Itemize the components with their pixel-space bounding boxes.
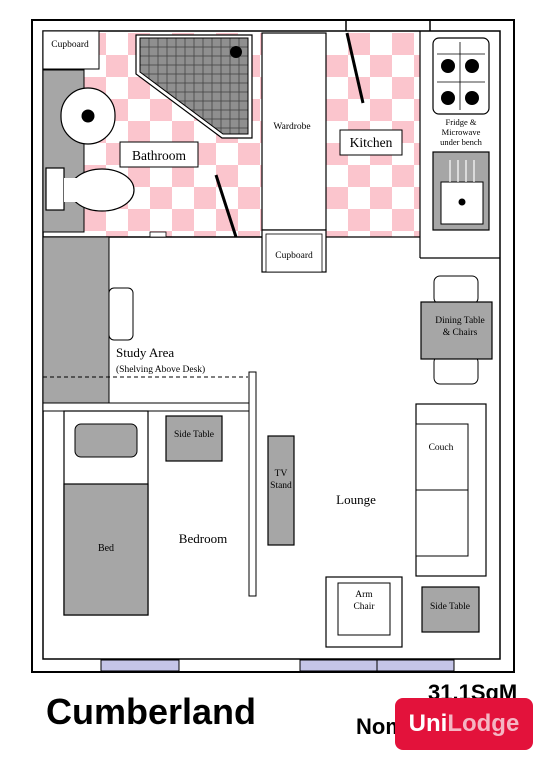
cooktop	[432, 37, 490, 115]
tv-stand-label-2: Stand	[270, 481, 292, 491]
fridge-label-1: Fridge &	[446, 117, 477, 127]
outer-wall	[31, 19, 515, 673]
study-area-note: (Shelving Above Desk)	[116, 364, 205, 375]
tv-stand	[267, 435, 295, 546]
side-table-lounge-label: Side Table	[430, 602, 470, 612]
tv-stand-label-1: TV	[275, 469, 288, 479]
logo-uni: Uni	[408, 710, 448, 737]
armchair-label-1: Arm	[355, 590, 373, 600]
cupboard-mid-label: Cupboard	[275, 251, 313, 261]
side-table-bedroom-label: Side Table	[174, 430, 214, 440]
lounge-label: Lounge	[336, 492, 376, 507]
cooktop-burner	[441, 59, 455, 73]
bedroom-partition	[248, 371, 257, 597]
study-desk	[42, 236, 110, 404]
dining-label-2: & Chairs	[443, 328, 478, 338]
logo-lodge: Lodge	[447, 710, 520, 737]
fridge-label-3: under bench	[440, 137, 483, 147]
side-table-lounge	[421, 586, 480, 633]
study-area-label: Study Area	[116, 345, 174, 360]
shower-drain	[230, 46, 242, 58]
bathroom-label: Bathroom	[132, 148, 186, 163]
bed-mattress	[63, 483, 149, 616]
side-table-bedroom	[165, 415, 223, 462]
couch-seat	[415, 489, 469, 557]
fridge-label-2: Microwave	[442, 127, 481, 137]
nominal-label: Nom	[356, 714, 405, 739]
property-name: Cumberland	[46, 691, 257, 732]
cupboard-top	[42, 30, 100, 70]
cooktop-burner	[465, 91, 479, 105]
bed-label: Bed	[98, 543, 114, 554]
wardrobe	[261, 32, 327, 231]
window	[100, 659, 180, 672]
couch-label: Couch	[429, 443, 454, 453]
dining-chair	[433, 355, 479, 385]
cupboard-top-label: Cupboard	[51, 40, 89, 50]
armchair-label-2: Chair	[353, 602, 375, 612]
study-chair	[108, 287, 134, 341]
bedroom-label: Bedroom	[179, 531, 227, 546]
shower-grate	[139, 37, 249, 135]
dining-table	[420, 301, 493, 360]
dining-label-1: Dining Table	[435, 316, 485, 326]
basin-drain	[81, 109, 95, 123]
couch-seat	[415, 423, 469, 491]
kitchen-label: Kitchen	[350, 135, 393, 150]
dining-chair	[433, 275, 479, 305]
armchair-seat	[337, 582, 391, 636]
cooktop-burner	[465, 59, 479, 73]
toilet-cistern	[45, 167, 65, 211]
bathroom-door	[214, 174, 238, 238]
bed-pillow	[74, 423, 138, 458]
wardrobe-label: Wardrobe	[273, 122, 310, 132]
kitchen-door	[345, 32, 365, 104]
cooktop-burner	[441, 91, 455, 105]
